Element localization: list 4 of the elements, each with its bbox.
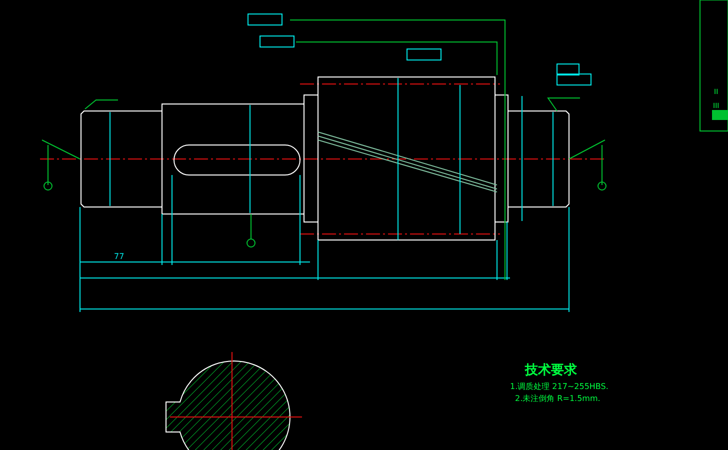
- notes-heading: 技术要求: [525, 364, 577, 377]
- technical-note: 2.未注倒角 R=1.5mm.: [515, 395, 600, 403]
- technical-note: 1.调质处理 217~255HBS.: [510, 383, 608, 391]
- dimension-value: 77: [114, 253, 124, 261]
